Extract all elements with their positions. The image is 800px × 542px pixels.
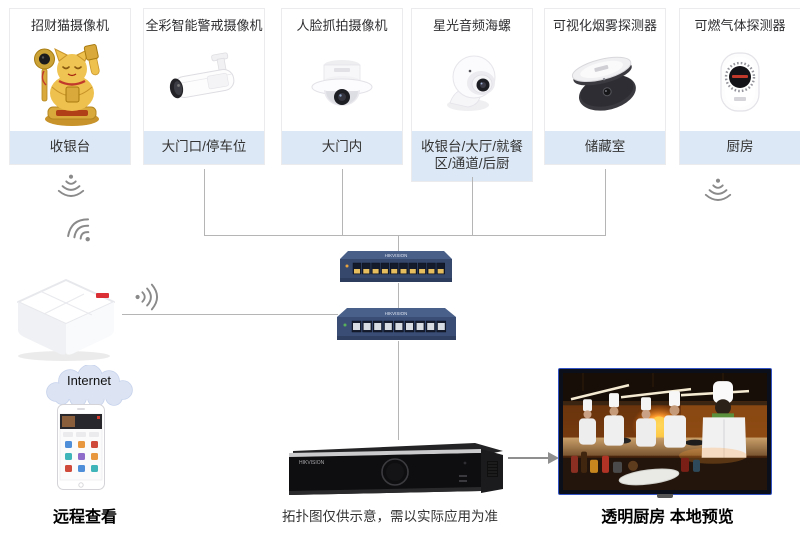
device-title: 全彩智能警戒摄像机 bbox=[145, 18, 263, 33]
caption-remote-view: 远程查看 bbox=[52, 509, 117, 526]
wireless-station bbox=[17, 279, 115, 361]
device-location: 大门口/停车位 bbox=[144, 131, 264, 164]
dome-camera-icon bbox=[282, 34, 402, 131]
caption-disclaimer: 拓扑图仅供示意，需以实际应用为准 bbox=[282, 509, 498, 524]
network-switch-1: HIKVISION bbox=[340, 251, 452, 282]
device-location: 大门内 bbox=[282, 131, 402, 164]
hikvision-logo bbox=[96, 293, 109, 298]
connector-turret-camera bbox=[472, 177, 473, 235]
connector-bullet-camera bbox=[204, 169, 205, 235]
wifi-signal-upleft-icon bbox=[67, 218, 90, 242]
nvr-brand: HIKVISION bbox=[299, 460, 325, 466]
device-title: 可燃气体探测器 bbox=[694, 18, 786, 33]
device-card-dome-camera: 人脸抓拍摄像机 大门内 bbox=[281, 8, 403, 165]
lucky-cat-camera-icon bbox=[10, 34, 130, 131]
internet-cloud bbox=[46, 365, 133, 407]
wifi-signal-down-icon bbox=[704, 178, 732, 201]
wifi-signal-down-icon bbox=[57, 174, 85, 197]
connector-bus-to-switch1 bbox=[398, 235, 399, 251]
caption-local-preview: 透明厨房 本地预览 bbox=[601, 509, 734, 526]
device-title: 人脸抓拍摄像机 bbox=[296, 18, 388, 33]
device-card-lucky-cat-camera: 招财猫摄像机 bbox=[9, 8, 131, 165]
nvr-recorder: HIKVISION bbox=[289, 443, 503, 495]
wifi-signal-right-icon bbox=[135, 283, 159, 311]
monitor-stand bbox=[657, 494, 673, 498]
connector-smoke-detector bbox=[605, 169, 606, 235]
connector-switch1-to-switch2 bbox=[398, 283, 399, 308]
connector-box-to-switch2 bbox=[122, 314, 338, 315]
smoke-detector-icon bbox=[545, 34, 665, 131]
bullet-camera-icon bbox=[144, 34, 264, 131]
device-title: 可视化烟雾探测器 bbox=[552, 18, 657, 33]
internet-label: Internet bbox=[66, 373, 112, 388]
remote-phone bbox=[57, 404, 105, 490]
device-location: 收银台 bbox=[10, 131, 130, 164]
kitchen-preview-image bbox=[563, 373, 767, 490]
device-title: 招财猫摄像机 bbox=[30, 18, 109, 33]
connector-switch2-to-nvr bbox=[398, 341, 399, 440]
device-title: 星光音频海螺 bbox=[432, 18, 511, 33]
device-location: 厨房 bbox=[680, 131, 800, 164]
device-card-bullet-camera: 全彩智能警戒摄像机 大门口/停车位 bbox=[143, 8, 265, 165]
device-card-gas-detector: 可燃气体探测器 厨房 bbox=[679, 8, 800, 165]
turret-camera-icon bbox=[412, 34, 532, 131]
preview-monitor bbox=[558, 368, 772, 495]
connector-bus bbox=[204, 235, 606, 236]
gas-detector-icon bbox=[680, 34, 800, 131]
connector-dome-camera bbox=[342, 169, 343, 235]
arrow-nvr-to-tv-icon bbox=[508, 452, 559, 464]
device-location: 收银台/大厅/就餐区/通道/后厨 bbox=[412, 131, 532, 181]
switch-brand: HIKVISION bbox=[385, 311, 408, 316]
network-switch-2: HIKVISION bbox=[337, 308, 456, 340]
device-location: 储藏室 bbox=[545, 131, 665, 164]
device-card-turret-camera: 星光音频海螺 收银台/大厅/就餐区/通道/后厨 bbox=[411, 8, 533, 182]
switch-brand: HIKVISION bbox=[385, 253, 408, 258]
device-card-smoke-detector: 可视化烟雾探测器 储藏室 bbox=[544, 8, 666, 165]
